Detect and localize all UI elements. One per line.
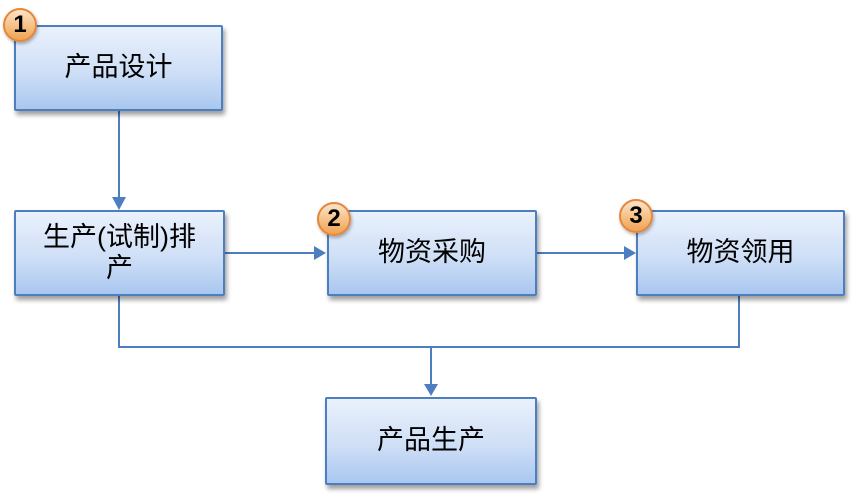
node-label: 产品设计 xyxy=(64,52,173,83)
connector-design-to-scheduling xyxy=(112,111,126,210)
step-badge-2: 2 xyxy=(317,202,351,236)
connector-scheduling-to-procurement xyxy=(225,246,326,260)
node-label: 产品生产 xyxy=(377,425,485,456)
node-material-requisition: 物资领用 xyxy=(636,210,845,296)
arrowhead-down-icon xyxy=(424,384,438,396)
step-badge-3: 3 xyxy=(619,199,653,233)
step-badge-1: 1 xyxy=(3,8,37,42)
connector-procurement-to-requisition xyxy=(537,246,636,260)
node-product-production: 产品生产 xyxy=(325,397,537,485)
arrowhead-right-icon xyxy=(624,246,636,260)
arrowhead-down-icon xyxy=(112,197,126,210)
node-production-scheduling: 生产(试制)排产 xyxy=(14,210,225,296)
node-label: 物资采购 xyxy=(378,237,486,268)
node-material-procurement: 物资采购 xyxy=(327,210,537,296)
node-product-design: 产品设计 xyxy=(14,25,223,111)
node-label: 生产(试制)排产 xyxy=(43,221,196,283)
node-label: 物资领用 xyxy=(686,237,795,268)
connector-elbow-to-production xyxy=(118,296,740,396)
arrowhead-right-icon xyxy=(314,246,326,260)
